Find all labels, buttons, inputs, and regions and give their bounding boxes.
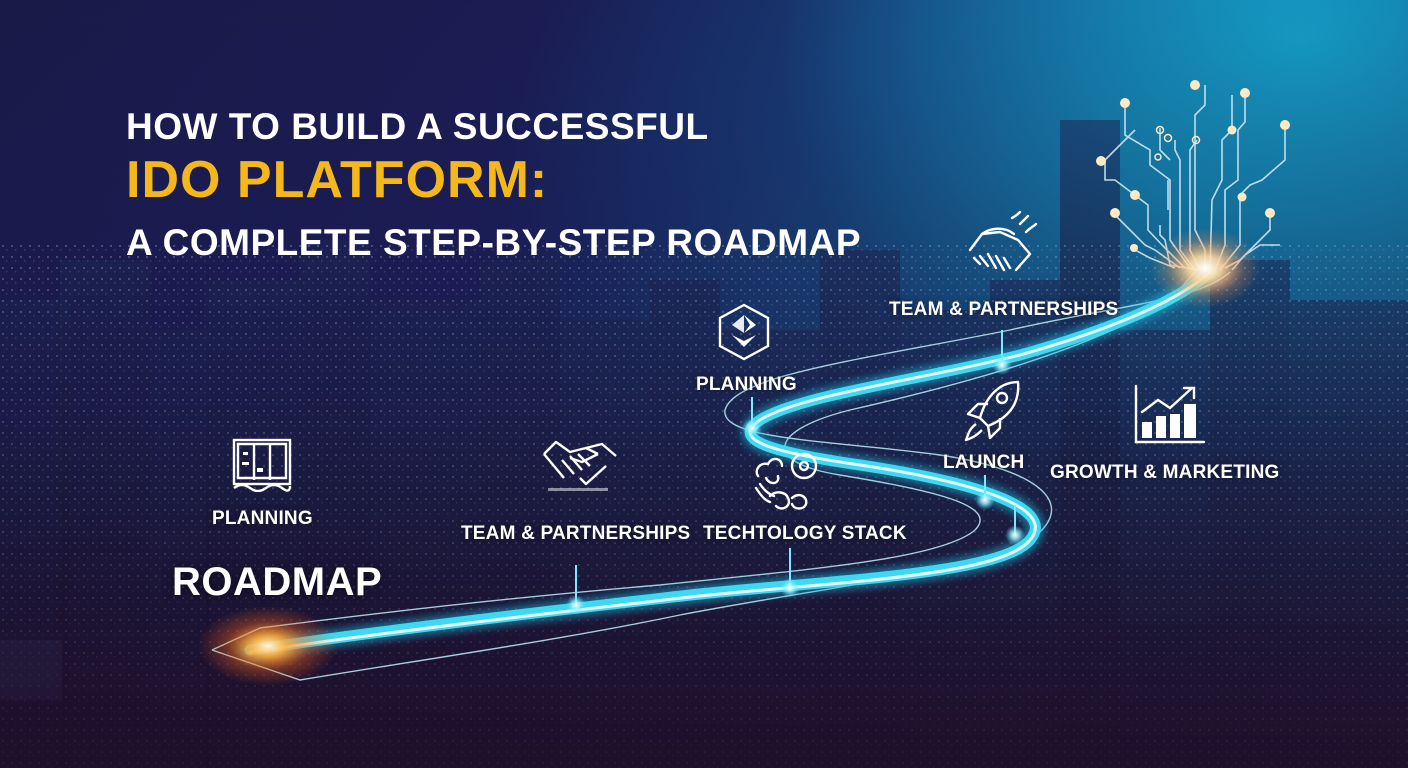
roadmap-label: ROADMAP — [172, 560, 383, 604]
start-glow — [198, 606, 338, 686]
blueprint-book-icon — [232, 438, 292, 492]
road-outline — [211, 271, 1231, 681]
step-label-growth-marketing: GROWTH & MARKETING — [1050, 462, 1280, 483]
circuit-nodes — [1096, 80, 1290, 252]
step-label-launch: LAUNCH — [943, 452, 1025, 473]
hexagon-layers-icon — [718, 303, 770, 361]
step-label-team-partnerships: TEAM & PARTNERSHIPS — [461, 523, 691, 544]
milestone-markers — [566, 330, 1025, 615]
handshake-icon — [968, 210, 1038, 272]
headline-line-3: A COMPLETE STEP-BY-STEP ROADMAP — [126, 222, 862, 263]
step-label-planning: PLANNING — [212, 508, 313, 529]
step-label-team-partnerships-2: TEAM & PARTNERSHIPS — [889, 299, 1119, 320]
headline-line-1: HOW TO BUILD A SUCCESSFUL — [126, 106, 709, 147]
headline-line-2: IDO PLATFORM: — [126, 151, 549, 209]
growth-chart-icon — [1134, 384, 1206, 444]
rocket-icon — [964, 380, 1020, 442]
tech-gears-icon — [754, 452, 818, 510]
step-label-technology-stack: TECHTOLOGY STACK — [703, 523, 907, 544]
step-label-planning-2: PLANNING — [696, 374, 797, 395]
handshake-icon — [543, 440, 617, 491]
end-glow — [1150, 228, 1260, 308]
